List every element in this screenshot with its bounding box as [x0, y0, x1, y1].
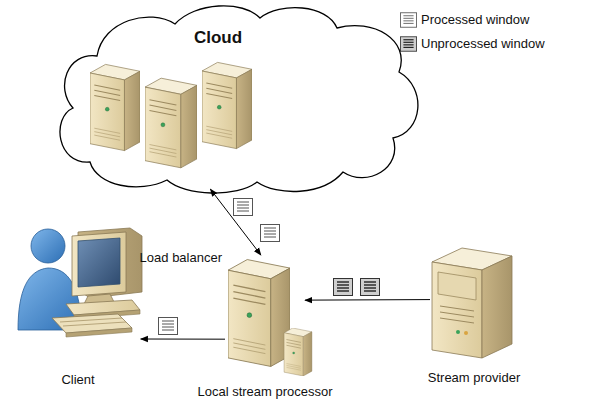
connector-arrow [210, 189, 260, 255]
provider-node: Stream provider [430, 246, 514, 360]
node-label: Stream provider [428, 370, 520, 386]
cloud-region: Cloud [55, 0, 425, 195]
node-label: Client [61, 372, 94, 388]
legend-text: Processed window [421, 12, 529, 28]
window-icons [159, 199, 380, 335]
client-node: Client [15, 225, 142, 345]
legend-icons [400, 13, 416, 51]
cloud-title: Cloud [194, 28, 242, 48]
cloud-servers [90, 62, 252, 167]
connector-arrow [305, 299, 430, 301]
legend-text: Unprocessed window [421, 36, 545, 52]
component-label: Load balancer [140, 250, 222, 266]
processor-servers [228, 260, 312, 376]
connector-arrow [141, 339, 225, 340]
client-computer [18, 228, 142, 337]
cloud-shape [60, 6, 418, 193]
processor-node: Local stream processor [225, 255, 317, 377]
node-label: Local stream processor [197, 384, 332, 400]
provider-rack [432, 248, 512, 358]
